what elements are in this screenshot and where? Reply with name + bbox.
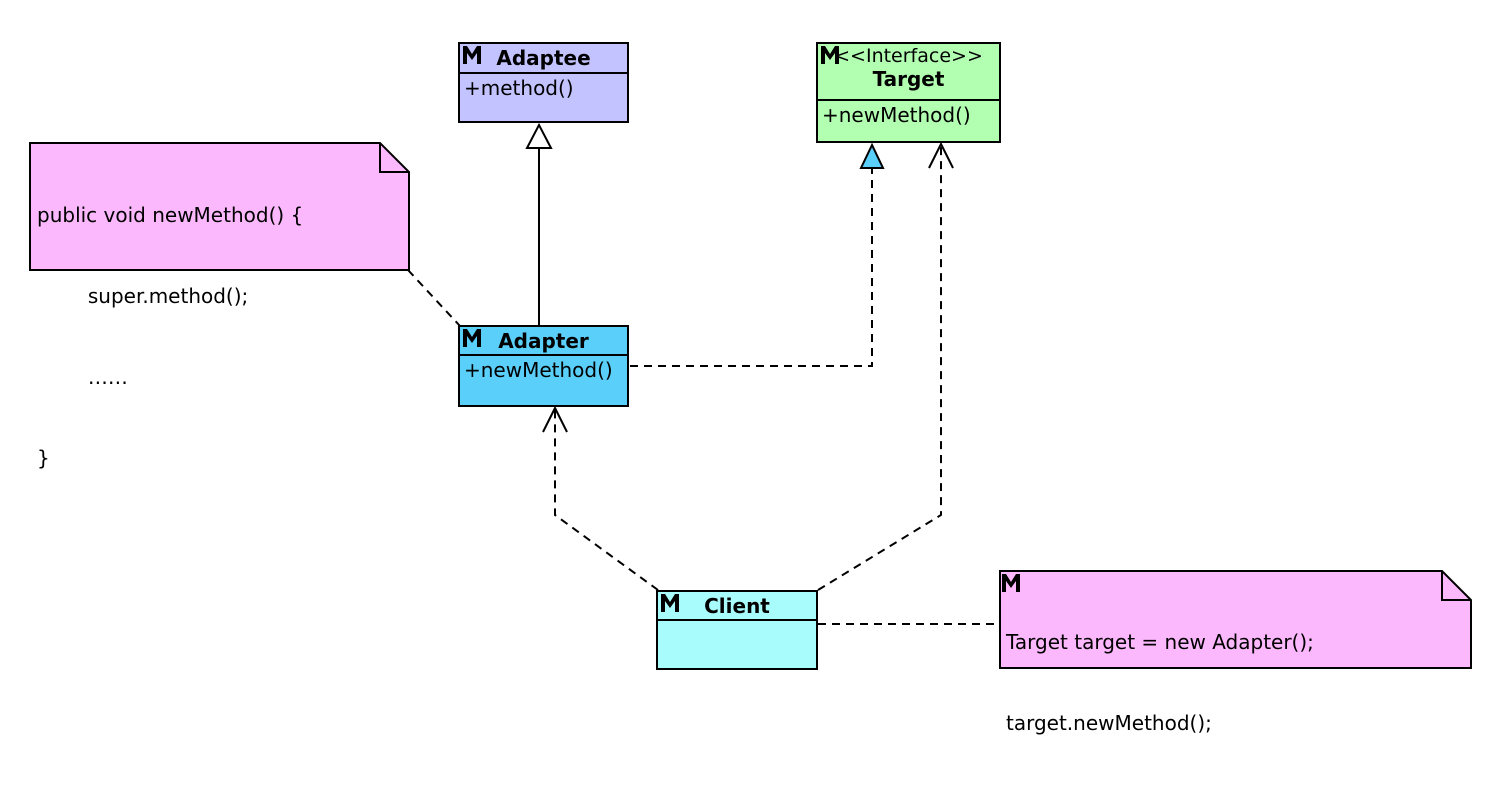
adaptee-header: Adaptee [460,44,627,74]
realization-arrowhead [859,142,885,169]
note-line: public void newMethod() { [37,203,304,227]
adapter-header: Adapter [460,327,627,356]
class-name: Adapter [498,329,589,353]
adaptee-class[interactable]: Adaptee +method() [458,42,629,123]
realization-line [630,168,873,367]
class-name: Adaptee [496,46,591,70]
class-method: +newMethod() [822,103,971,127]
dependency-line-adapter [554,410,659,591]
model-icon [1002,574,1020,592]
model-icon [821,46,839,64]
class-name: Client [704,594,770,618]
generalization-arrowhead [525,122,553,149]
interface-stereotype: <<Interface>> [834,45,983,67]
adapter-class[interactable]: Adapter +newMethod() [458,325,629,407]
model-icon [661,594,679,612]
dependency-arrowhead-target [928,141,954,169]
target-interface[interactable]: <<Interface>> Target +newMethod() [816,42,1001,143]
target-header: <<Interface>> Target [818,44,999,101]
note-anchor-adapter [407,269,461,327]
client-header: Client [658,592,816,621]
class-name: Target [872,67,945,91]
class-method: +method() [464,76,574,100]
model-icon [463,46,481,64]
client-note[interactable]: Target target = new Adapter(); target.ne… [1000,571,1471,735]
adapter-note-shape [29,142,410,271]
connector-layer [29,122,1472,669]
adapter-note[interactable]: public void newMethod() { super.method()… [30,143,409,470]
client-note-shape [999,570,1472,669]
note-code: public void newMethod() { super.method()… [37,148,303,526]
note-line: Target target = new Adapter(); [1006,630,1314,654]
class-method: +newMethod() [464,358,613,382]
note-line: } [37,446,50,470]
dependency-line-target [817,146,942,591]
note-line: super.method(); [37,284,249,308]
client-class[interactable]: Client [656,590,818,670]
note-code: Target target = new Adapter(); target.ne… [1006,575,1314,791]
model-icon [463,329,481,347]
dependency-arrowhead-adapter [542,405,568,433]
note-line: …… [37,365,128,389]
note-line: target.newMethod(); [1006,711,1212,735]
